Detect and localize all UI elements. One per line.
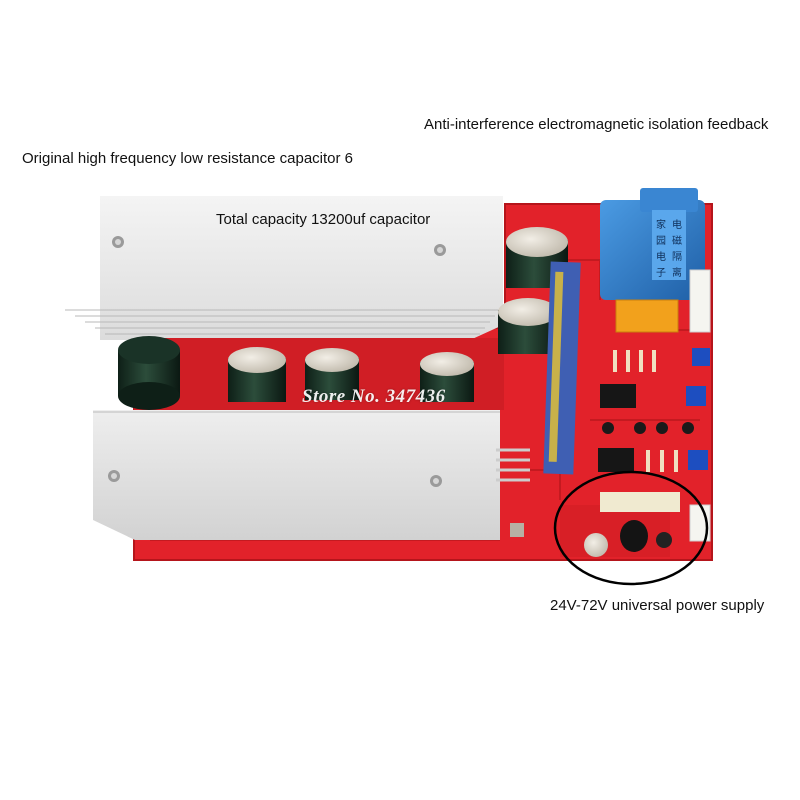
isolation-transformer: 家电 园磁 电隔 子离 [600, 188, 705, 300]
svg-text:隔: 隔 [672, 251, 682, 263]
caption-total-capacity: Total capacity 13200uf capacitor [216, 211, 431, 228]
heatsink-top [65, 196, 503, 340]
svg-text:子: 子 [656, 267, 666, 279]
capacitor [118, 336, 180, 410]
potentiometer [688, 450, 708, 470]
driver-board-header [548, 271, 564, 462]
potentiometer [692, 348, 710, 366]
svg-text:离: 离 [672, 266, 682, 279]
ic-chip [598, 448, 634, 472]
power-supply-module [560, 492, 680, 557]
resistor-array [613, 350, 678, 472]
heatsink-bottom [93, 410, 500, 540]
relay [615, 299, 679, 333]
terminal [510, 523, 524, 537]
ic-chip [600, 384, 636, 408]
svg-text:电: 电 [656, 250, 666, 263]
svg-text:园: 园 [656, 235, 666, 247]
svg-text:电: 电 [672, 218, 682, 231]
caption-capacitor-note: Original high frequency low resistance c… [22, 150, 354, 167]
caption-feedback: Anti-interference electromagnetic isolat… [424, 116, 769, 133]
connector [689, 269, 711, 333]
small-capacitors [602, 422, 694, 434]
caption-power-supply: 24V-72V universal power supply [550, 597, 765, 614]
capacitor [228, 347, 286, 402]
capacitor [305, 348, 359, 400]
potentiometer [686, 386, 706, 406]
svg-text:磁: 磁 [672, 234, 682, 247]
watermark-text: Store No. 347436 [302, 386, 446, 407]
capacitor [498, 298, 558, 354]
resistor-row [496, 448, 530, 482]
svg-text:家: 家 [656, 218, 666, 231]
capacitor [420, 352, 474, 402]
highlight-ring [553, 470, 709, 586]
